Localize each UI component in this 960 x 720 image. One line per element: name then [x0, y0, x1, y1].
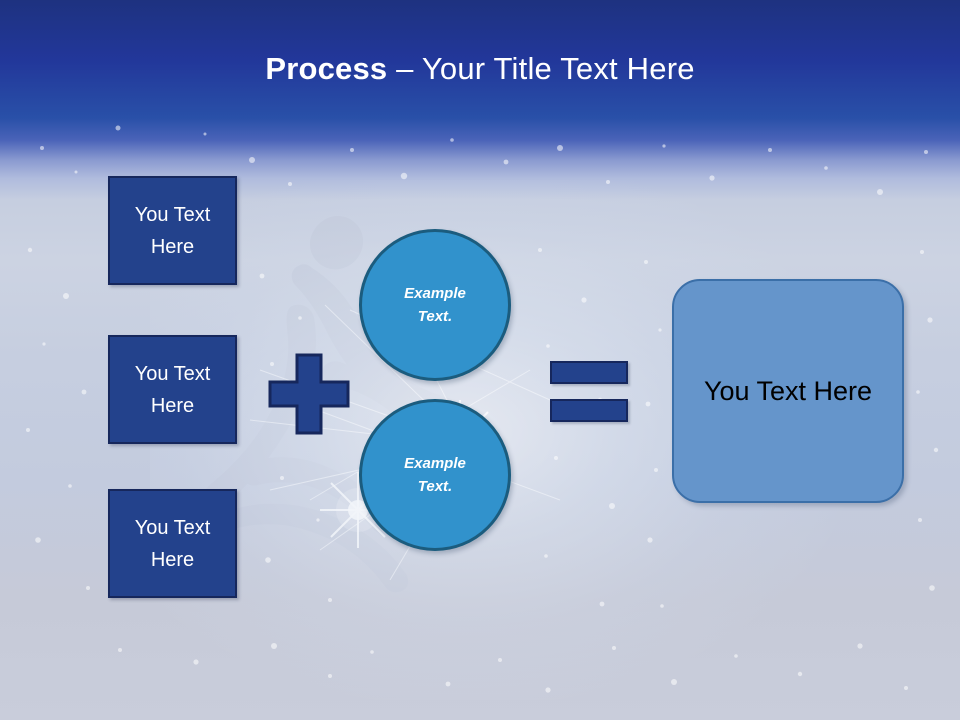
example-circle-1-line1: Example: [404, 285, 466, 302]
input-box-1-line2: Here: [150, 235, 195, 258]
example-circle-2-line2: Text.: [417, 478, 453, 495]
example-circle-2-line1: Example: [404, 455, 466, 472]
input-box-2-line2: Here: [150, 394, 195, 417]
example-circle-2-text: Example Text.: [404, 452, 466, 498]
equals-bar-top: [550, 361, 628, 384]
input-box-1-text: You Text Here: [135, 199, 211, 263]
input-box-3[interactable]: You Text Here: [108, 489, 237, 598]
example-circle-2[interactable]: Example Text.: [359, 399, 511, 551]
input-box-3-line1: You Text: [134, 516, 211, 539]
slide-title-bold: Process: [265, 51, 388, 86]
input-box-2[interactable]: You Text Here: [108, 335, 237, 444]
result-box-label: You Text Here: [703, 375, 873, 406]
plus-icon: [268, 353, 350, 435]
slide-title: Process – Your Title Text Here: [0, 50, 960, 88]
input-box-2-line1: You Text: [134, 362, 211, 385]
input-box-1[interactable]: You Text Here: [108, 176, 237, 285]
example-circle-1-line2: Text.: [417, 308, 453, 325]
input-box-3-text: You Text Here: [135, 512, 211, 576]
slide-title-rest: – Your Title Text Here: [387, 51, 695, 86]
plus-operator[interactable]: [268, 353, 350, 435]
example-circle-1-text: Example Text.: [404, 282, 466, 328]
equals-operator[interactable]: [550, 361, 628, 422]
input-box-3-line2: Here: [150, 548, 195, 571]
equals-bar-bottom: [550, 399, 628, 422]
input-box-2-text: You Text Here: [135, 358, 211, 422]
result-box[interactable]: You Text Here: [672, 279, 904, 503]
input-box-1-line1: You Text: [134, 203, 211, 226]
example-circle-1[interactable]: Example Text.: [359, 229, 511, 381]
